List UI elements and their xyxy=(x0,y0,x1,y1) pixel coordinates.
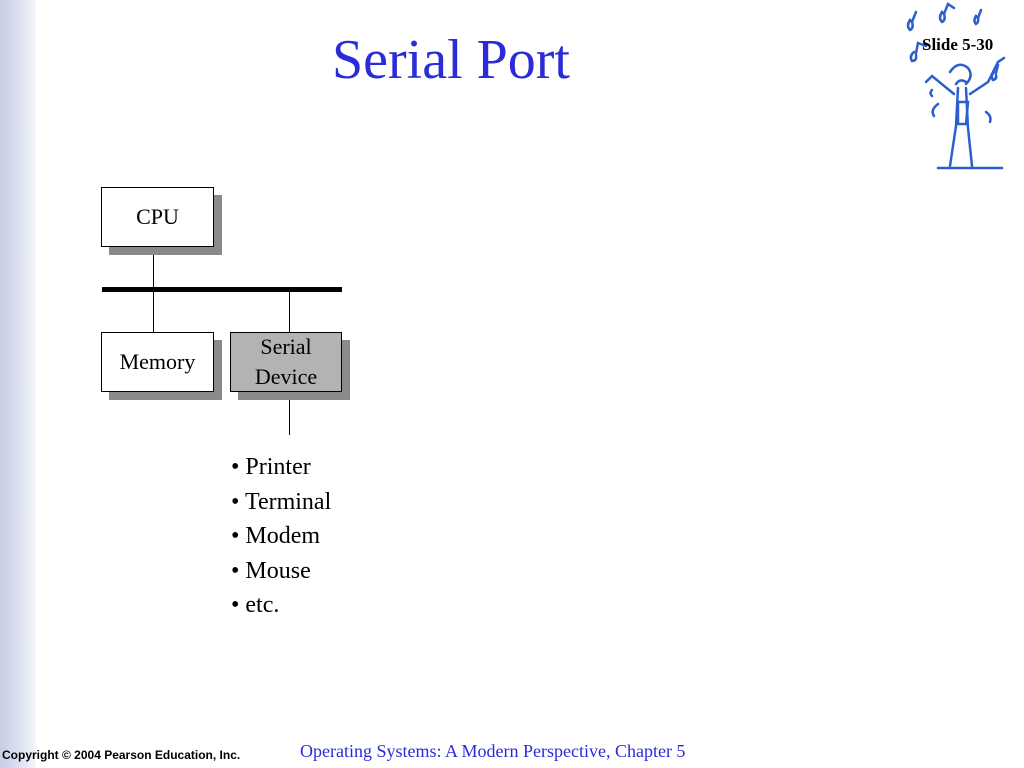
copyright-notice: Copyright © 2004 Pearson Education, Inc. xyxy=(2,748,241,762)
serial-device-label-line1: Serial xyxy=(260,334,312,360)
memory-box: Memory xyxy=(101,332,214,392)
left-decorative-band xyxy=(0,0,36,768)
cpu-label: CPU xyxy=(136,204,179,230)
memory-label: Memory xyxy=(119,349,196,375)
serial-device-label-line2: Device xyxy=(254,364,318,389)
system-bus xyxy=(102,287,342,292)
serial-device-box: Serial Device xyxy=(230,332,342,392)
book-title-footer: Operating Systems: A Modern Perspective,… xyxy=(300,741,686,761)
conductor-music-logo-icon xyxy=(906,2,1006,170)
serial-port-line xyxy=(289,392,290,435)
cpu-bus-connector xyxy=(153,247,154,289)
list-item: • Mouse xyxy=(231,557,311,584)
cpu-box: CPU xyxy=(101,187,214,247)
list-item: • etc. xyxy=(231,592,280,618)
serial-bus-connector xyxy=(289,292,290,332)
slide-number: Slide 5-30 xyxy=(922,35,994,54)
serial-device-examples-list: • Printer • Terminal • Modem • Mouse • e… xyxy=(231,450,331,623)
list-item: • Printer xyxy=(231,454,311,480)
list-item: • Modem xyxy=(231,523,321,549)
list-item: • Terminal xyxy=(231,488,332,515)
memory-bus-connector xyxy=(153,292,154,332)
slide-title: Serial Port xyxy=(332,29,570,91)
